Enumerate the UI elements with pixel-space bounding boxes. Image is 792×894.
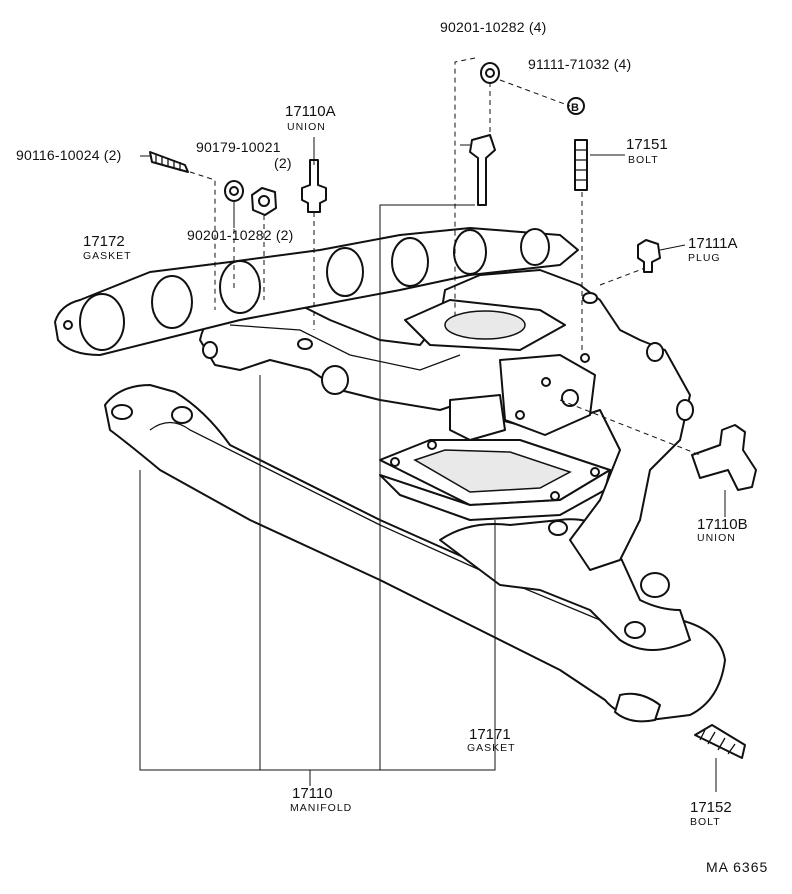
exhaust-gasket-drawing [54,227,579,356]
part-number-90201-2: 90201-10282 (2) [187,227,294,243]
part-name-plug: PLUG [688,252,721,264]
part-number-17111a: 17111A [688,235,738,252]
diagram-code: MA 6365 [706,859,769,875]
part-number-17110a: 17110A [285,103,336,120]
part-number-17171: 17171 [469,726,511,743]
part-name-union-b: UNION [697,532,736,544]
part-name-union-a: UNION [287,121,326,133]
part-number-17110: 17110 [292,785,333,802]
hardware-drawing: B [149,62,757,759]
part-name-gasket-17172: GASKET [83,250,132,262]
part-number-17152: 17152 [690,799,732,816]
flange-gasket-drawing [379,439,611,521]
part-name-bolt-17152: BOLT [690,816,721,828]
part-name-manifold: MANIFOLD [290,802,353,814]
part-number-17172: 17172 [83,233,125,250]
part-number-90201-4: 90201-10282 (4) [440,19,547,35]
part-qty-90179: (2) [274,155,292,171]
part-number-17151: 17151 [626,136,668,153]
part-number-90116: 90116-10024 (2) [16,147,122,163]
leader-lines [139,57,726,792]
part-number-17110b: 17110B [697,516,748,533]
part-name-gasket-17171: GASKET [467,742,516,754]
part-number-90179: 90179-10021 [196,139,281,155]
part-name-bolt-17151: BOLT [628,154,659,166]
intake-manifold-drawing [199,269,694,571]
marker-b-glyph: B [571,102,579,114]
part-number-91111: 91111-71032 (4) [528,56,632,72]
